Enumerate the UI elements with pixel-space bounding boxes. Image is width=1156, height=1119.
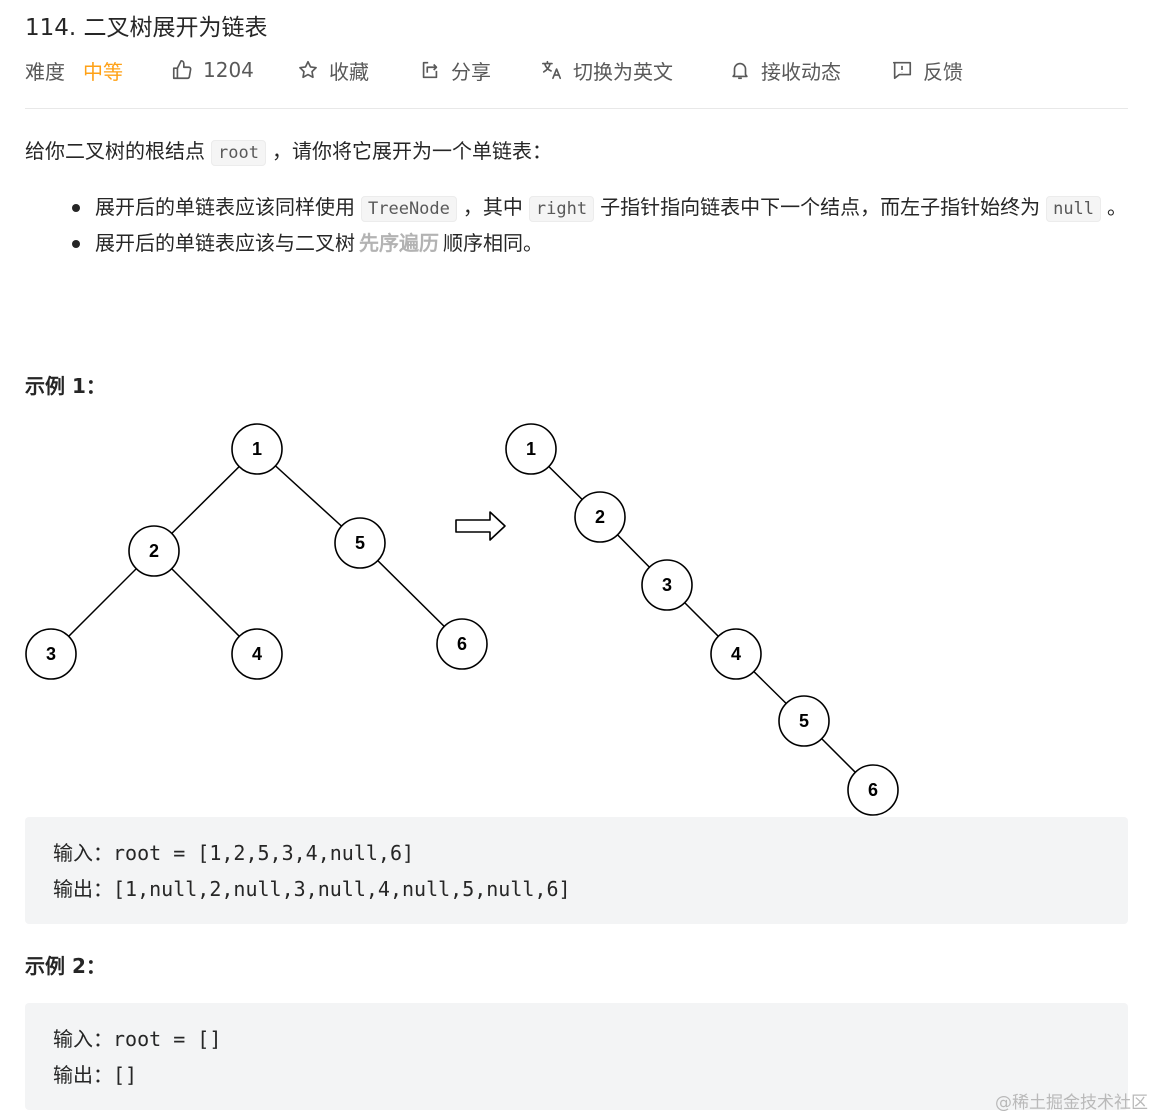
bullet-text: 展开后的单链表应该与二叉树 xyxy=(95,231,355,255)
inline-code-root: root xyxy=(211,140,266,166)
list-node: 3 xyxy=(641,559,693,611)
example-1-output: 输出：[1,null,2,null,3,null,4,null,5,null,6… xyxy=(53,877,571,901)
list-node: 1 xyxy=(505,423,557,475)
share-icon xyxy=(422,61,438,79)
difficulty-badge: 中等 xyxy=(83,59,123,84)
list-node: 2 xyxy=(574,491,626,543)
translate-icon xyxy=(542,60,562,80)
tree-node: 4 xyxy=(231,628,283,680)
feedback-label: 反馈 xyxy=(923,59,963,84)
inline-code-null: null xyxy=(1046,196,1102,222)
feedback-button[interactable]: 反馈 xyxy=(891,55,963,85)
example-2-title: 示例 2： xyxy=(25,954,106,978)
svg-text:2: 2 xyxy=(595,507,605,527)
subscribe-label: 接收动态 xyxy=(761,59,841,84)
switch-language-button[interactable]: 切换为英文 xyxy=(541,55,673,85)
list-node: 5 xyxy=(778,695,830,747)
bullet-dot xyxy=(72,204,80,212)
share-button[interactable]: 分享 xyxy=(419,55,491,85)
star-icon xyxy=(299,60,317,79)
list-nodes: 1 2 3 4 5 6 xyxy=(505,423,899,816)
preorder-traversal-link[interactable]: 先序遍历 xyxy=(359,231,439,255)
svg-text:1: 1 xyxy=(252,439,262,459)
difficulty-info: 难度 中等 xyxy=(25,55,123,85)
tree-nodes: 1 2 5 3 4 6 xyxy=(25,423,488,680)
intro-text-before: 给你二叉树的根结点 xyxy=(25,139,205,163)
svg-text:1: 1 xyxy=(526,439,536,459)
list-item: 展开后的单链表应该与二叉树先序遍历顺序相同。 xyxy=(70,226,1128,260)
tree-node: 5 xyxy=(334,517,386,569)
tree-node: 1 xyxy=(231,423,283,475)
tree-node: 3 xyxy=(25,628,77,680)
right-arrow-icon xyxy=(455,511,506,541)
svg-text:5: 5 xyxy=(799,711,809,731)
like-button[interactable]: 1204 xyxy=(171,55,254,85)
bullet-text: 子指针指向链表中下一个结点，而左子指针始终为 xyxy=(600,195,1041,219)
example-2-output: 输出：[] xyxy=(53,1063,138,1087)
example-1-input: 输入：root = [1,2,5,3,4,null,6] xyxy=(53,841,415,865)
svg-text:4: 4 xyxy=(252,644,262,664)
svg-text:6: 6 xyxy=(457,634,467,654)
feedback-icon xyxy=(892,61,912,80)
inline-code-right: right xyxy=(528,196,595,222)
switch-language-label: 切换为英文 xyxy=(573,59,673,84)
example-1-code-block: 输入：root = [1,2,5,3,4,null,6] 输出：[1,null,2… xyxy=(25,817,1128,924)
bullet-text: 。 xyxy=(1107,195,1128,219)
svg-text:6: 6 xyxy=(868,780,878,800)
example-1-title: 示例 1： xyxy=(25,374,106,398)
tree-node: 2 xyxy=(128,525,180,577)
svg-text:3: 3 xyxy=(662,575,672,595)
favorite-label: 收藏 xyxy=(329,59,369,84)
list-node: 4 xyxy=(710,628,762,680)
header-divider xyxy=(25,108,1128,109)
subscribe-button[interactable]: 接收动态 xyxy=(729,55,841,85)
bullet-text: 顺序相同。 xyxy=(443,231,543,255)
flatten-diagram: 1 2 5 3 4 6 1 2 3 4 5 6 xyxy=(25,423,899,816)
svg-text:4: 4 xyxy=(731,644,741,664)
svg-text:3: 3 xyxy=(46,644,56,664)
difficulty-label: 难度 xyxy=(25,59,65,84)
tree-node: 6 xyxy=(436,618,488,670)
bullet-text: ，其中 xyxy=(462,195,523,219)
problem-meta-bar: 难度 中等 1204 收藏 分享 切换为英文 接收动 xyxy=(25,55,1135,85)
bullet-text: 展开后的单链表应该同样使用 xyxy=(95,195,355,219)
bullet-dot xyxy=(72,240,80,248)
share-label: 分享 xyxy=(451,59,491,84)
intro-text-after: ，请你将它展开为一个单链表： xyxy=(271,139,552,163)
list-node: 6 xyxy=(847,764,899,816)
watermark: @稀土掘金技术社区 xyxy=(995,1093,1148,1113)
like-count: 1204 xyxy=(203,58,254,82)
svg-text:2: 2 xyxy=(149,541,159,561)
problem-title: 114. 二叉树展开为链表 xyxy=(25,15,268,41)
inline-code-treenode: TreeNode xyxy=(361,196,457,222)
svg-text:5: 5 xyxy=(355,533,365,553)
example-2-input: 输入：root = [] xyxy=(53,1027,222,1051)
bell-icon xyxy=(732,62,748,80)
favorite-button[interactable]: 收藏 xyxy=(297,55,369,85)
thumbs-up-icon xyxy=(172,60,192,80)
example-2-code-block: 输入：root = [] 输出：[] xyxy=(25,1003,1128,1110)
